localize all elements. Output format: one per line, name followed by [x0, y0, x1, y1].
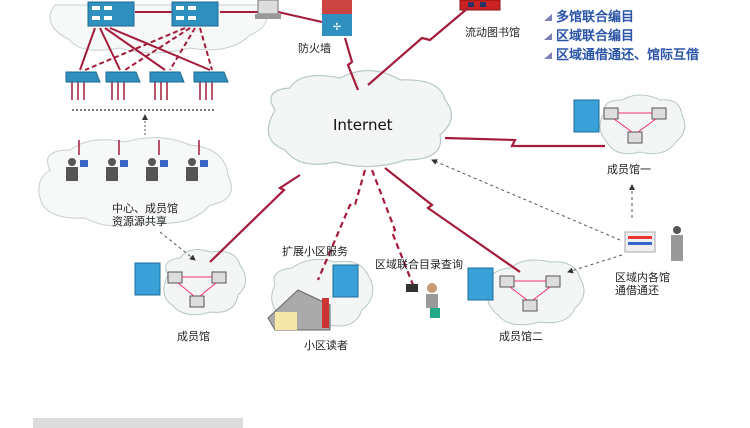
regional-lending-label-1: 区域内各馆	[615, 271, 670, 284]
firewall-icon: ✢	[322, 0, 352, 36]
mobile-library-icon	[459, 0, 501, 11]
svg-text:✢: ✢	[333, 22, 341, 33]
switch-ports	[71, 82, 213, 100]
center-share-label-1: 中心、成员馆	[112, 202, 178, 215]
staff-workstations	[66, 140, 208, 181]
core-links	[79, 11, 323, 71]
cloud-center-share	[38, 137, 232, 227]
router-icon	[255, 0, 281, 19]
cloud-member-library-2	[486, 259, 585, 326]
core-switch-1	[87, 1, 135, 27]
internet-label: Internet	[333, 116, 393, 134]
feature-item: 区域通借通还、馆际互借	[544, 44, 699, 63]
dashed-internet-links	[316, 169, 417, 291]
feature-text: 多馆联合编目	[556, 10, 635, 25]
member-library-2-label: 成员馆二	[499, 330, 543, 343]
server-buildings	[134, 99, 600, 301]
presenter-icon	[624, 226, 683, 261]
backup-links	[84, 27, 213, 71]
community-house-icon	[267, 289, 331, 331]
cloud-member-library	[163, 249, 246, 316]
community-service-label: 扩展小区服务	[282, 245, 348, 258]
cloud-member-library-1	[599, 94, 686, 155]
mobile-library-label: 流动图书馆	[465, 26, 520, 39]
access-switches	[65, 71, 229, 83]
grey-footer-bar	[33, 418, 243, 428]
reader-icon	[406, 283, 440, 318]
feature-item: 多馆联合编目	[544, 6, 634, 25]
member-library-label: 成员馆	[177, 330, 210, 343]
feature-text: 区域联合编目	[556, 29, 635, 44]
internet-links	[209, 7, 605, 273]
member-library-1-label: 成员馆一	[607, 163, 651, 176]
feature-item: 区域联合编目	[544, 25, 634, 44]
regional-lending-label-2: 通借通还	[615, 284, 659, 297]
cloud-internet	[267, 69, 452, 168]
lan-links	[177, 112, 657, 301]
feature-text: 区域通借通还、馆际互借	[556, 48, 700, 63]
core-switch-2	[171, 1, 219, 27]
dotted-arrows	[159, 159, 635, 274]
community-reader-label: 小区读者	[304, 339, 348, 352]
center-share-label-2: 资源源共享	[112, 215, 167, 228]
bullet-triangle-icon	[544, 52, 552, 59]
bullet-triangle-icon	[544, 33, 552, 40]
bullet-triangle-icon	[544, 14, 552, 21]
firewall-label: 防火墙	[298, 42, 331, 55]
union-catalog-query-label: 区域联合目录查询	[375, 258, 463, 271]
